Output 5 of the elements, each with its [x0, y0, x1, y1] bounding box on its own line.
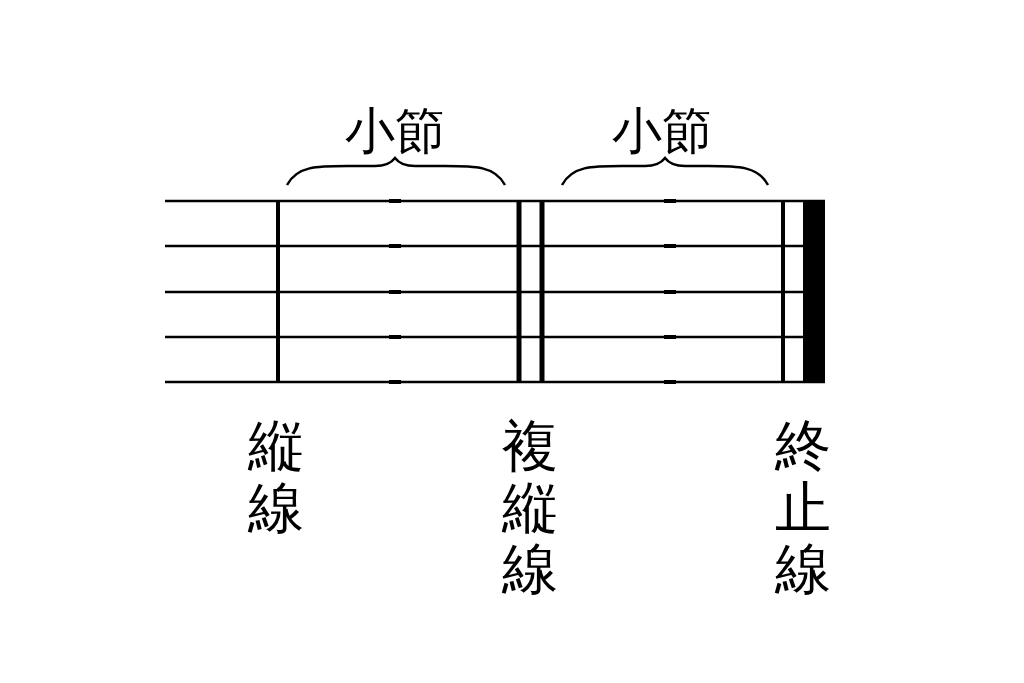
barline-label: 複縦線 [502, 415, 558, 600]
measure-label: 小節 [345, 101, 445, 162]
barline-label: 縦線 [248, 415, 304, 539]
measure-label: 小節 [612, 101, 712, 162]
barline-label: 終止線 [775, 415, 831, 600]
